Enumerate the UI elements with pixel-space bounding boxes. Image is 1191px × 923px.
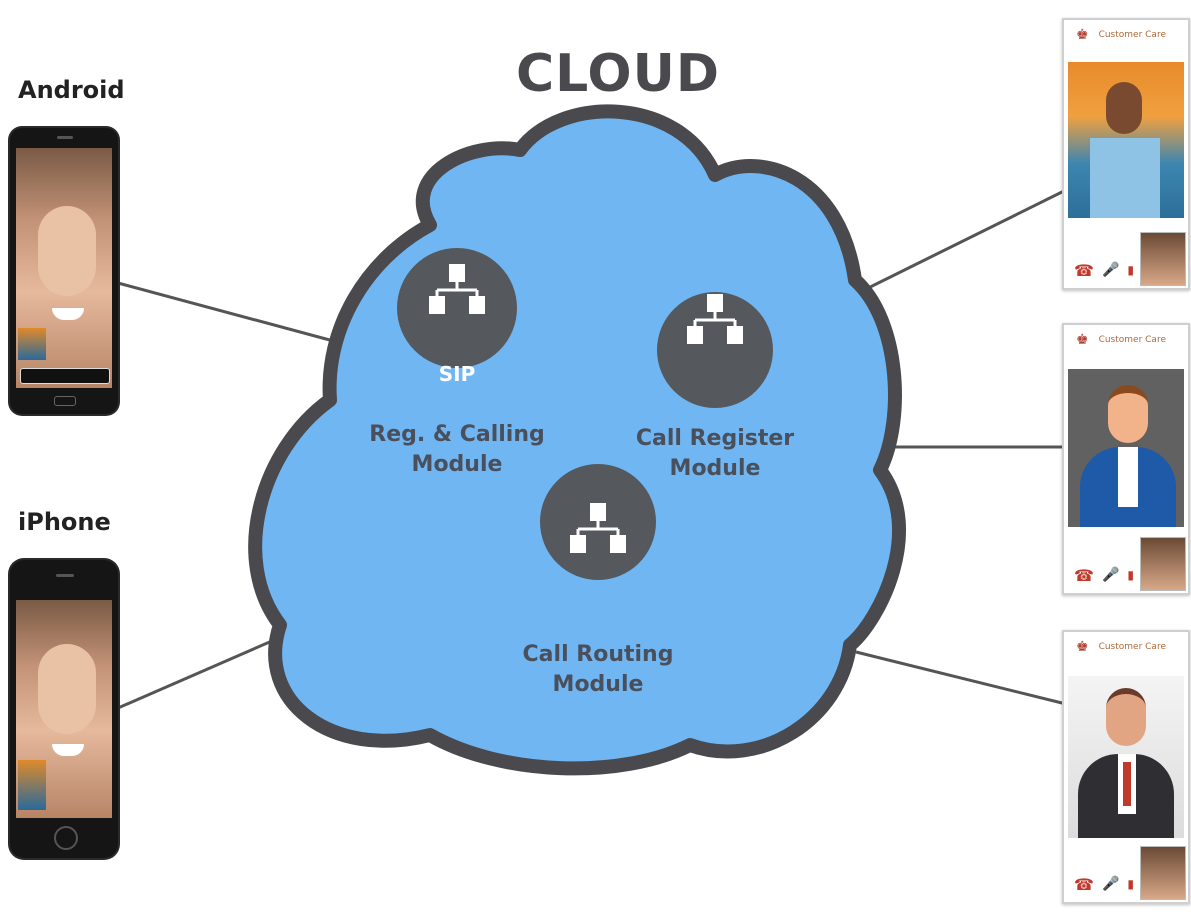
caller-thumbnail <box>1140 846 1186 900</box>
register-node <box>657 292 773 408</box>
self-view-thumbnail <box>18 760 46 810</box>
register-module-label: Call Register Module <box>635 426 795 481</box>
agent-card-2: ♚ Customer Care ☎ 🎤 ▮ <box>1062 323 1190 595</box>
card-header-label: Customer Care <box>1098 30 1166 40</box>
iphone-phone <box>10 560 118 858</box>
caller-thumbnail <box>1140 537 1186 591</box>
iphone-video-screen <box>16 600 112 818</box>
microphone-icon[interactable]: 🎤 <box>1101 567 1120 583</box>
customer-care-logo-icon: ♚ <box>1076 639 1089 655</box>
android-phone <box>10 128 118 414</box>
connector-android <box>117 281 353 348</box>
headset-agent-avatar <box>1106 688 1146 746</box>
agent-card-3: ♚ Customer Care ☎ 🎤 ▮ <box>1062 630 1190 904</box>
iphone-label: iPhone <box>18 508 111 536</box>
diagram-title: CLOUD <box>515 44 721 104</box>
card-header-label: Customer Care <box>1098 335 1166 345</box>
connector-agent-1 <box>855 188 1067 296</box>
signal-icon: ▮ <box>1127 568 1134 582</box>
network-hierarchy-icon <box>570 503 626 553</box>
signal-icon: ▮ <box>1127 263 1134 277</box>
android-video-screen <box>16 148 112 388</box>
sip-module-label: Reg. & Calling Module <box>369 422 545 477</box>
end-call-icon[interactable]: ☎ <box>1074 260 1094 280</box>
sip-node <box>397 248 517 368</box>
agent-avatar-panel <box>1068 676 1184 838</box>
microphone-icon[interactable]: 🎤 <box>1101 262 1120 278</box>
self-view-thumbnail <box>18 328 46 360</box>
connector-agent-3 <box>855 650 1067 706</box>
agent-card-1: ♚ Customer Care ☎ 🎤 ▮ <box>1062 18 1190 290</box>
headset-agent-avatar <box>1108 385 1148 443</box>
agent-avatar-panel <box>1068 369 1184 527</box>
android-label: Android <box>18 76 125 104</box>
call-controls-bar[interactable] <box>20 368 110 384</box>
network-hierarchy-icon <box>687 294 743 344</box>
connector-iphone <box>117 632 289 710</box>
customer-care-logo-icon: ♚ <box>1076 27 1089 43</box>
network-hierarchy-icon <box>429 264 485 314</box>
card-header-label: Customer Care <box>1098 642 1166 652</box>
customer-care-logo-icon: ♚ <box>1076 332 1089 348</box>
agent-video-feed <box>1068 62 1184 218</box>
home-button[interactable] <box>54 826 78 850</box>
signal-icon: ▮ <box>1127 877 1134 891</box>
end-call-icon[interactable]: ☎ <box>1074 874 1094 894</box>
caller-thumbnail <box>1140 232 1186 286</box>
sip-badge: SIP <box>438 362 476 386</box>
end-call-icon[interactable]: ☎ <box>1074 565 1094 585</box>
microphone-icon[interactable]: 🎤 <box>1101 876 1120 892</box>
routing-module-label: Call Routing Module <box>522 642 674 697</box>
